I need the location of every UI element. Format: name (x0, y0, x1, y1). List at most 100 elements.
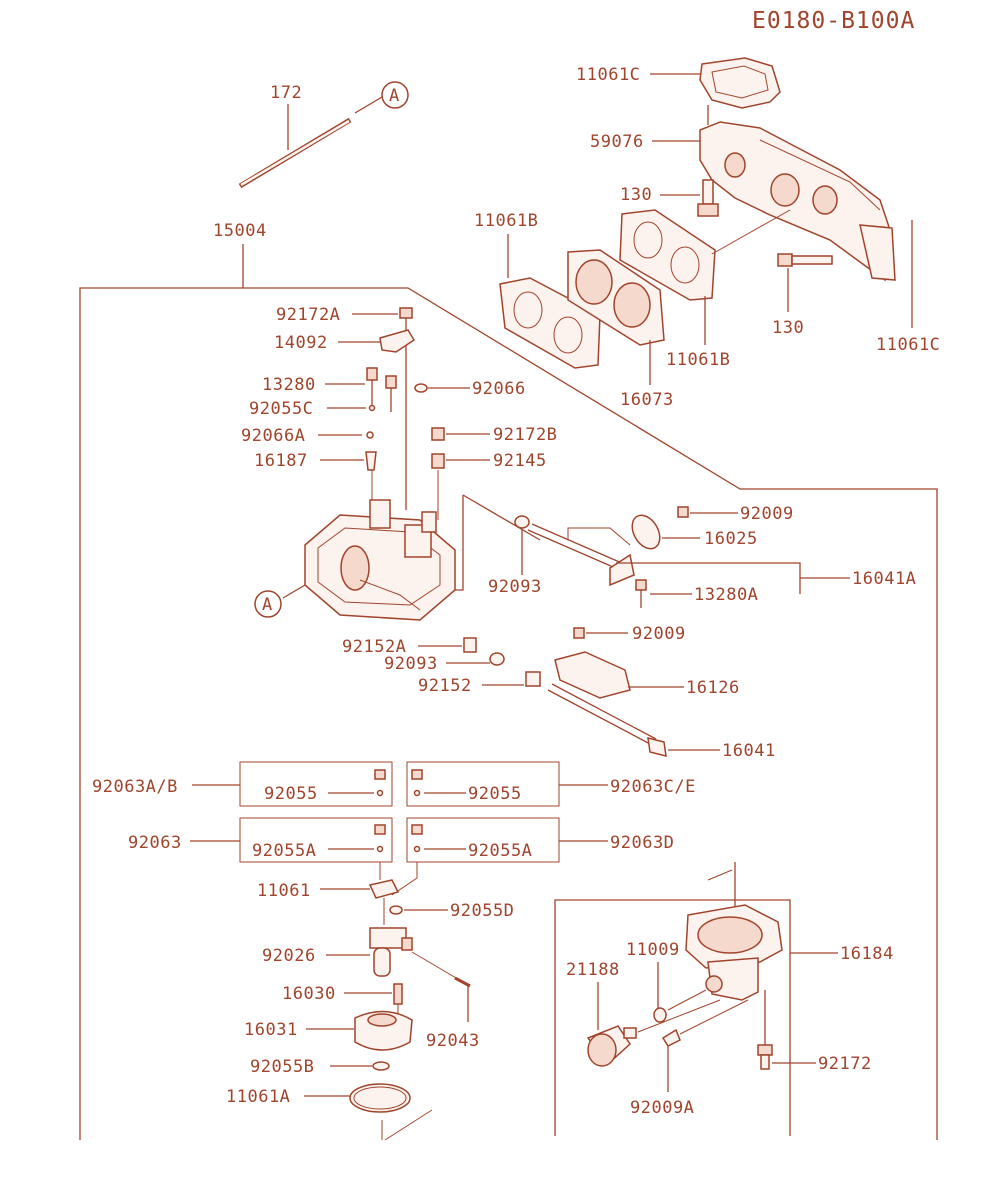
carburetor-body (304, 499, 456, 621)
label-13280: 13280 (262, 375, 316, 395)
label-11061c-right: 11061C (876, 335, 940, 355)
label-130-right: 130 (772, 318, 804, 338)
label-11061b-left: 11061B (474, 211, 538, 231)
main-jet-16030 (393, 983, 403, 1005)
label-11061: 11061 (257, 881, 311, 901)
label-92055d: 92055D (450, 901, 514, 921)
collar-92152a (463, 637, 477, 653)
label-92043: 92043 (426, 1031, 480, 1051)
label-92063ce: 92063C/E (610, 777, 696, 797)
label-92172: 92172 (818, 1054, 872, 1074)
label-92009-a: 92009 (740, 504, 794, 524)
box-92063 (239, 817, 393, 863)
label-13280a: 13280A (694, 585, 758, 605)
gasket-11061 (368, 879, 400, 899)
label-92172b: 92172B (493, 425, 557, 445)
solenoid-21188 (586, 1025, 637, 1067)
box-92063d (406, 817, 560, 863)
label-92009a: 92009A (630, 1098, 694, 1118)
label-16041: 16041 (722, 741, 776, 761)
label-16073: 16073 (620, 390, 674, 410)
intake-manifold-59076 (699, 121, 896, 282)
label-92063: 92063 (128, 833, 182, 853)
label-92055-right: 92055 (468, 784, 522, 804)
ref-mark-a-left: A (254, 590, 282, 618)
gasket-11061b-right (619, 209, 716, 301)
screw-92172b (431, 427, 445, 441)
svg-text:A: A (389, 86, 400, 106)
label-11061b-bottom: 11061B (666, 350, 730, 370)
label-92172a: 92172A (276, 305, 340, 325)
label-16030: 16030 (282, 984, 336, 1004)
nozzle-body-92026 (369, 927, 413, 977)
label-16031: 16031 (244, 1020, 298, 1040)
label-11009: 11009 (626, 940, 680, 960)
label-92152a: 92152A (342, 637, 406, 657)
o-ring-92055b (372, 1061, 390, 1071)
screw-92009-a (677, 506, 689, 518)
label-11061a: 11061A (226, 1087, 290, 1107)
label-92063d: 92063D (610, 833, 674, 853)
choke-shaft-16041 (547, 683, 667, 757)
box-92063ce (406, 761, 560, 807)
valve-16025 (631, 514, 661, 550)
diagram-code: E0180-B100A (752, 8, 915, 34)
label-92009-b: 92009 (632, 624, 686, 644)
label-92093-b: 92093 (384, 654, 438, 674)
label-16187: 16187 (254, 451, 308, 471)
screws-13280 (366, 367, 397, 412)
screw-16187 (365, 451, 377, 471)
gasket-11061a (349, 1083, 411, 1113)
bolt-130-top (660, 179, 719, 217)
screw-92009a (661, 1028, 681, 1047)
cover-14092 (379, 329, 416, 353)
seal-92093-a (514, 515, 530, 529)
bolt-130-right (777, 253, 833, 312)
collar-92152 (525, 671, 541, 687)
label-14092: 14092 (274, 333, 328, 353)
o-ring-92055d (389, 905, 403, 915)
insulator-16073 (567, 249, 665, 346)
screw-92172a (399, 307, 413, 510)
float-bowl-16184 (685, 904, 783, 1001)
label-130-top: 130 (620, 185, 652, 205)
gasket-11061b-left (499, 277, 601, 369)
label-92066: 92066 (472, 379, 526, 399)
float-16031 (354, 1010, 413, 1051)
box-92063ab (239, 761, 393, 807)
label-92066a: 92066A (241, 426, 305, 446)
choke-valve-16126 (554, 651, 631, 699)
throttle-shaft (527, 523, 635, 587)
washer-11009 (653, 1007, 667, 1023)
label-15004: 15004 (213, 221, 267, 241)
label-16041a: 16041A (852, 569, 916, 589)
label-16184: 16184 (840, 944, 894, 964)
screw-92009-b (573, 627, 585, 639)
label-92152: 92152 (418, 676, 472, 696)
label-21188: 21188 (566, 960, 620, 980)
bolt-92172 (757, 990, 773, 1070)
carburetor-assembly-outline (79, 244, 938, 1140)
spring-92145 (431, 453, 445, 469)
seal-92093-b (489, 652, 505, 666)
label-92055-left: 92055 (264, 784, 318, 804)
label-92093-a: 92093 (488, 577, 542, 597)
ref-mark-a-top: A (381, 81, 409, 109)
label-59076: 59076 (590, 132, 644, 152)
label-92055a-right: 92055A (468, 841, 532, 861)
label-92055b: 92055B (250, 1057, 314, 1077)
label-11061c-top: 11061C (576, 65, 640, 85)
label-92063ab: 92063A/B (92, 777, 178, 797)
label-92055c: 92055C (249, 399, 313, 419)
svg-text:A: A (262, 595, 273, 615)
label-172: 172 (270, 83, 302, 103)
label-16025: 16025 (704, 529, 758, 549)
gasket-11061c-top (699, 57, 781, 109)
stud-172-part (238, 96, 383, 189)
screw-13280a (635, 579, 647, 608)
label-16126: 16126 (686, 678, 740, 698)
label-92055a-left: 92055A (252, 841, 316, 861)
label-92145: 92145 (493, 451, 547, 471)
o-ring-92066 (414, 383, 428, 393)
